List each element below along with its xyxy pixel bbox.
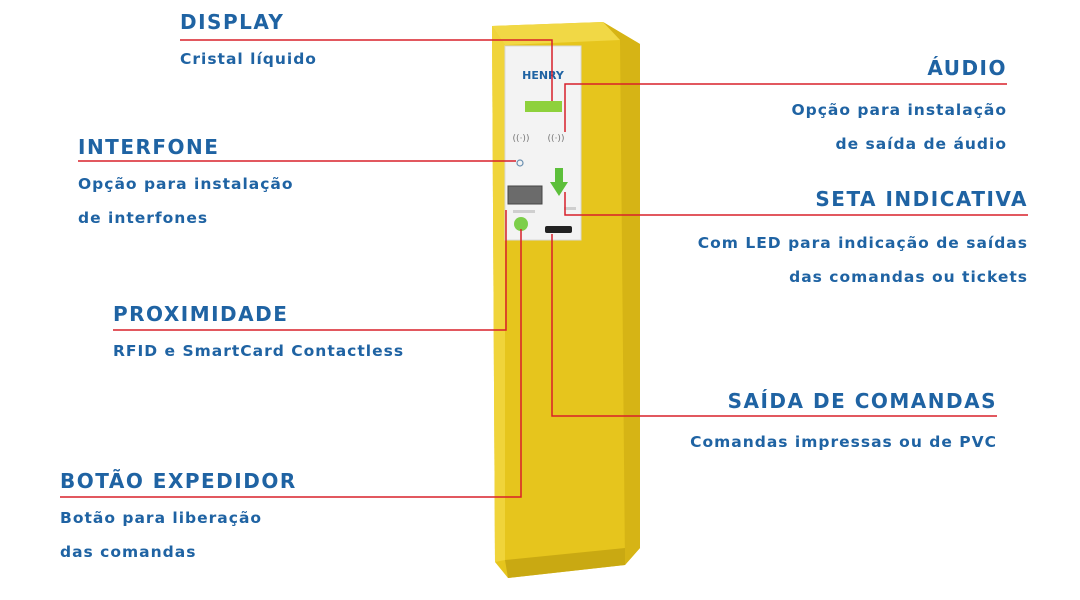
callout-title: SETA INDICATIVA bbox=[815, 187, 1028, 211]
callout-display: DISPLAY Cristal líquido bbox=[180, 10, 317, 76]
front-panel: HENRY ((·)) ((·)) bbox=[504, 45, 582, 241]
callout-desc-line: das comandas ou tickets bbox=[789, 268, 1028, 286]
leader-botao bbox=[60, 229, 522, 498]
callout-desc-line: Opção para instalação bbox=[78, 175, 294, 193]
callout-desc-line: Com LED para indicação de saídas bbox=[697, 234, 1028, 252]
callout-interfone: INTERFONE Opção para instalação de inter… bbox=[78, 135, 294, 235]
callout-title: DISPLAY bbox=[180, 10, 285, 34]
callout-desc: RFID e SmartCard Contactless bbox=[113, 342, 405, 360]
callout-saida: SAÍDA DE COMANDAS Comandas impressas ou … bbox=[690, 389, 997, 459]
callout-title: INTERFONE bbox=[78, 135, 220, 159]
callout-seta: SETA INDICATIVA Com LED para indicação d… bbox=[698, 187, 1028, 294]
rfid-reader bbox=[507, 185, 543, 205]
callout-botao: BOTÃO EXPEDIDOR Botão para liberação das… bbox=[60, 469, 297, 569]
speaker-right-icon: ((·)) bbox=[548, 134, 565, 144]
callout-desc-line: de interfones bbox=[78, 209, 209, 227]
callout-title: PROXIMIDADE bbox=[113, 302, 289, 326]
leader-proximidade bbox=[113, 210, 507, 331]
dispense-button bbox=[514, 217, 528, 231]
leader-display bbox=[180, 39, 553, 101]
callout-audio: ÁUDIO Opção para instalação de saída de … bbox=[791, 56, 1007, 161]
callout-desc-line: de saída de áudio bbox=[835, 135, 1007, 153]
leader-audio bbox=[564, 83, 1007, 132]
callout-proximidade: PROXIMIDADE RFID e SmartCard Contactless bbox=[113, 302, 404, 368]
callout-desc: Comandas impressas ou de PVC bbox=[690, 433, 997, 451]
callout-desc-line: das comandas bbox=[60, 543, 197, 561]
leader-saida bbox=[551, 234, 997, 417]
arrow-down-icon bbox=[550, 182, 568, 196]
callout-desc-line: Botão para liberação bbox=[60, 509, 263, 527]
callout-title: SAÍDA DE COMANDAS bbox=[727, 389, 997, 413]
henry-logo: HENRY bbox=[522, 69, 565, 82]
leader-lines bbox=[60, 39, 1028, 498]
callout-title: BOTÃO EXPEDIDOR bbox=[60, 469, 297, 493]
leader-seta bbox=[564, 192, 1028, 216]
speaker-left-icon: ((·)) bbox=[513, 134, 530, 144]
intercom-icon bbox=[516, 159, 524, 167]
lcd-display bbox=[525, 101, 562, 112]
callout-desc: Cristal líquido bbox=[180, 50, 317, 68]
callout-title: ÁUDIO bbox=[927, 56, 1007, 80]
callout-desc-line: Opção para instalação bbox=[791, 101, 1007, 119]
ticket-slot bbox=[545, 226, 572, 233]
